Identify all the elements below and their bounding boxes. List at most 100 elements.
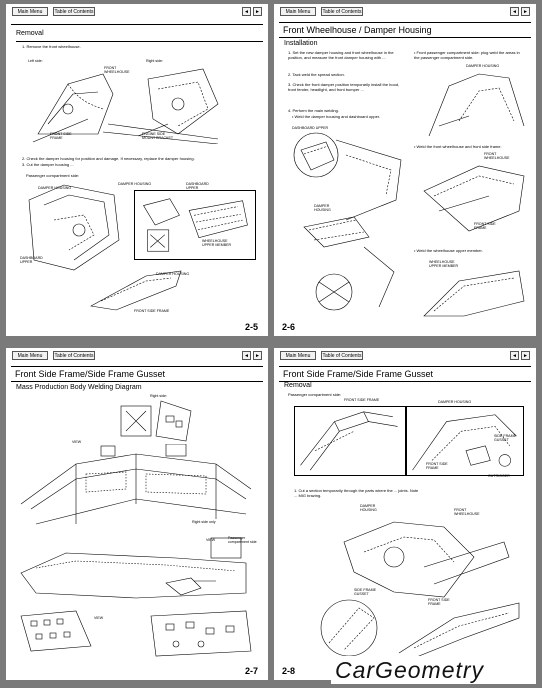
part-label: WHEELHOUSE UPPER MEMBER bbox=[429, 260, 459, 268]
part-label: DAMPER HOUSING bbox=[314, 204, 331, 212]
table-of-contents-button[interactable]: Table of Contents bbox=[321, 351, 363, 360]
part-label: DAMPER HOUSING bbox=[118, 182, 152, 186]
step-text: • Weld the front wheelhouse and front si… bbox=[414, 144, 502, 149]
next-page-button[interactable]: ► bbox=[521, 351, 530, 360]
site-logo: CarGeometry bbox=[331, 656, 536, 684]
view-label: VIEW bbox=[206, 538, 216, 542]
table-of-contents-button[interactable]: Table of Contents bbox=[53, 7, 95, 16]
left-side-label: Left side: bbox=[28, 59, 43, 63]
detail-circle-drawing bbox=[314, 588, 384, 658]
prev-page-button[interactable]: ◄ bbox=[242, 7, 251, 16]
page-number: 2-7 bbox=[244, 666, 258, 676]
step-text: • Weld the wheelhouse upper member. bbox=[414, 248, 483, 253]
step-text: 3. Check the front damper position tempo… bbox=[288, 82, 400, 92]
section-heading: Mass Production Body Welding Diagram bbox=[16, 384, 142, 391]
manual-page-2-8: Main Menu Table of Contents ◄ ► Front Si… bbox=[274, 348, 536, 680]
part-label: FRONT SIDE FRAME bbox=[134, 309, 170, 313]
part-label: FRONT SIDE FRAME bbox=[50, 132, 72, 140]
main-menu-button[interactable]: Main Menu bbox=[280, 351, 316, 360]
step-text: • Weld the damper housing and dashboard … bbox=[292, 114, 381, 119]
main-menu-button[interactable]: Main Menu bbox=[12, 7, 48, 16]
side-frame-drawing bbox=[86, 266, 186, 311]
manual-page-2-5: Main Menu Table of Contents ◄ ► Removal … bbox=[6, 4, 268, 336]
main-menu-button[interactable]: Main Menu bbox=[12, 351, 48, 360]
welding-diagram-main bbox=[16, 444, 256, 534]
logo-text: CarGeometry bbox=[335, 657, 485, 683]
part-label: FRONT WHEELHOUSE bbox=[104, 66, 130, 74]
part-label: FRONT SIDE FRAME bbox=[474, 222, 496, 230]
part-label: DASHBOARD UPPER bbox=[292, 126, 329, 130]
part-label: DAMPER HOUSING bbox=[156, 272, 190, 276]
section-heading: Removal bbox=[16, 30, 44, 37]
part-label: DASHBOARD UPPER bbox=[20, 256, 43, 264]
section-heading: Removal bbox=[284, 382, 312, 389]
page-toolbar: Main Menu Table of Contents ◄ ► bbox=[6, 348, 268, 364]
gusset-detail bbox=[406, 406, 524, 476]
note-text: Passenger compartment side: bbox=[26, 173, 80, 178]
view-label: VIEW bbox=[94, 616, 104, 620]
view-label: VIEW bbox=[72, 440, 82, 444]
removal-main-drawing bbox=[334, 512, 514, 602]
right-side-label: Right side: bbox=[146, 59, 163, 63]
part-label: DASHBOARD UPPER bbox=[186, 182, 209, 190]
page-toolbar: Main Menu Table of Contents ◄ ► bbox=[6, 4, 268, 20]
damper-weld-drawing bbox=[294, 212, 404, 312]
table-of-contents-button[interactable]: Table of Contents bbox=[321, 7, 363, 16]
side-frame-drawing bbox=[394, 598, 524, 658]
page-toolbar: Main Menu Table of Contents ◄ ► bbox=[274, 348, 536, 364]
step-text: • Front passenger compartment side: plug… bbox=[414, 50, 520, 60]
header-rule bbox=[11, 24, 263, 25]
part-label: FRONT SIDE FRAME bbox=[428, 598, 450, 606]
view-detail-drawing-2 bbox=[146, 606, 256, 661]
part-label: ENGINE SIDE MOUNT BRACKET bbox=[142, 132, 174, 140]
page-title: Front Wheelhouse / Damper Housing bbox=[279, 22, 531, 38]
page-number: 2-8 bbox=[282, 666, 296, 676]
note-label: Right side only bbox=[192, 520, 216, 524]
next-page-button[interactable]: ► bbox=[253, 7, 262, 16]
side-frame-weld-drawing bbox=[419, 156, 529, 236]
next-page-button[interactable]: ► bbox=[253, 351, 262, 360]
part-label: DAMPER HOUSING bbox=[466, 64, 500, 68]
part-label: SIDE FRAME GUSSET bbox=[494, 434, 516, 442]
passenger-side-drawing bbox=[24, 180, 124, 275]
part-label: FRONT WHEELHOUSE bbox=[454, 508, 480, 516]
note-label: Passenger compartment side bbox=[228, 536, 257, 544]
step-text: 1. Cut a section temporarily through the… bbox=[294, 488, 419, 498]
part-label: FRONT SIDE FRAME bbox=[426, 462, 448, 470]
front-side-frame-detail bbox=[294, 406, 406, 476]
right-side-label: Right side: bbox=[150, 394, 167, 398]
page-toolbar: Main Menu Table of Contents ◄ ► bbox=[274, 4, 536, 20]
section-heading: Installation bbox=[284, 40, 318, 47]
step-text: 3. Cut the damper housing ... bbox=[22, 162, 74, 167]
table-of-contents-button[interactable]: Table of Contents bbox=[53, 351, 95, 360]
part-label: WHEELHOUSE UPPER MEMBER bbox=[202, 239, 232, 247]
part-label: OUTRIGGER bbox=[488, 474, 510, 478]
next-page-button[interactable]: ► bbox=[521, 7, 530, 16]
manual-page-2-6: Main Menu Table of Contents ◄ ► Front Wh… bbox=[274, 4, 536, 336]
prev-page-button[interactable]: ◄ bbox=[510, 7, 519, 16]
page-title: Front Side Frame/Side Frame Gusset bbox=[11, 366, 263, 382]
step-text: 2. Check the damper housing for position… bbox=[22, 156, 195, 161]
part-label: DAMPER HOUSING bbox=[438, 400, 472, 404]
part-label: FRONT SIDE FRAME bbox=[344, 398, 380, 402]
page-title: Front Side Frame/Side Frame Gusset bbox=[279, 366, 531, 382]
page-number: 2-6 bbox=[282, 322, 296, 332]
welding-diagram-lower bbox=[16, 533, 256, 603]
part-label: FRONT WHEELHOUSE bbox=[484, 152, 510, 160]
prev-page-button[interactable]: ◄ bbox=[242, 351, 251, 360]
view-detail-drawing bbox=[16, 606, 96, 656]
wheelhouse-plug-weld-drawing bbox=[419, 66, 529, 141]
prev-page-button[interactable]: ◄ bbox=[510, 351, 519, 360]
note-text: Passenger compartment side: bbox=[288, 392, 342, 397]
section-rule bbox=[16, 41, 263, 42]
dashboard-weld-drawing bbox=[286, 130, 406, 225]
step-text: 2. Tack weld the spread section. bbox=[288, 72, 345, 77]
step-text: 1. Remove the front wheelhouse. bbox=[22, 44, 81, 49]
step-text: 4. Perform the main welding. bbox=[288, 108, 339, 113]
damper-detail-drawing bbox=[134, 190, 256, 260]
step-text: 1. Set the new damper housing and front … bbox=[288, 50, 394, 60]
manual-page-2-7: Main Menu Table of Contents ◄ ► Front Si… bbox=[6, 348, 268, 680]
upper-member-weld-drawing bbox=[419, 266, 529, 321]
main-menu-button[interactable]: Main Menu bbox=[280, 7, 316, 16]
part-label: DAMPER HOUSING bbox=[360, 504, 377, 512]
